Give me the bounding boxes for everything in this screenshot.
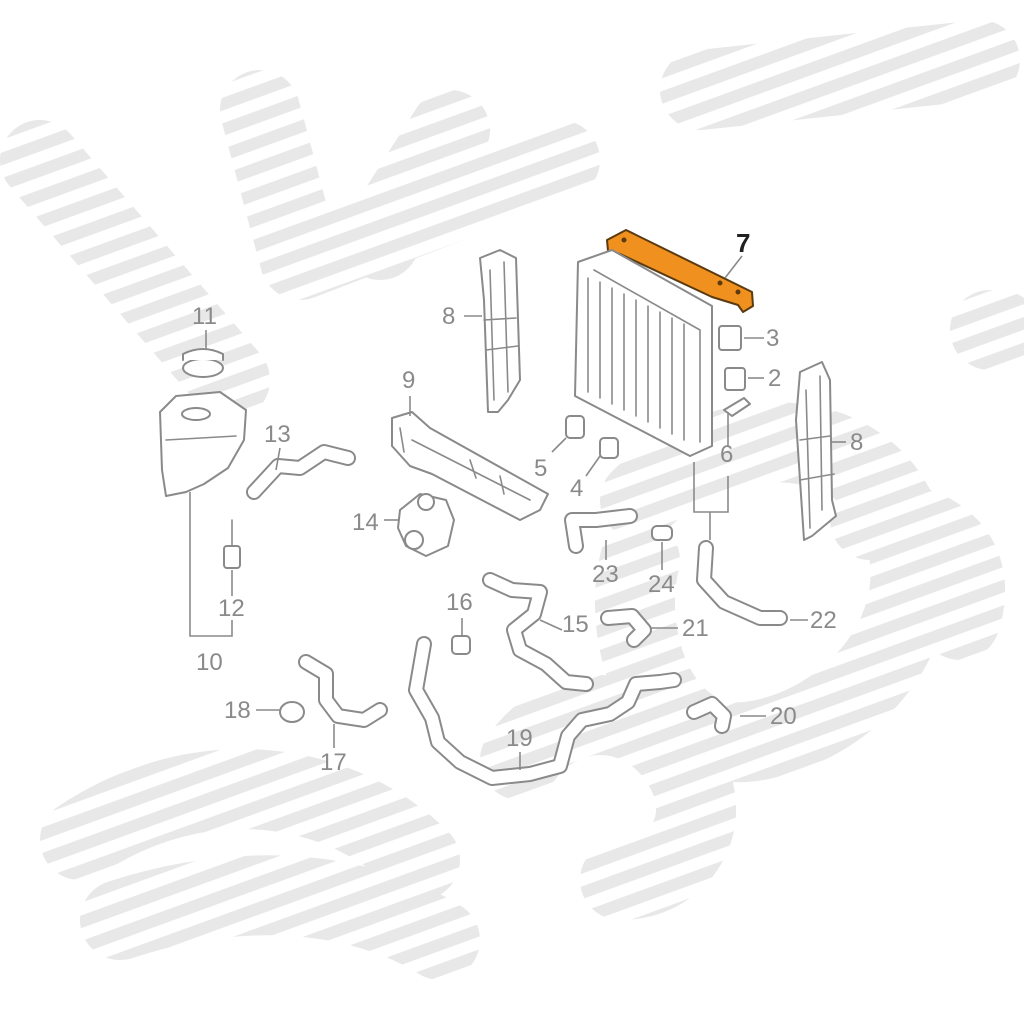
callout-13: 13 — [264, 421, 291, 448]
part-7-bolt-hole-left — [621, 237, 627, 243]
callout-24: 24 — [648, 571, 675, 598]
callout-4: 4 — [570, 475, 583, 502]
part-23-hose[interactable] — [564, 508, 638, 554]
callout-8-left: 8 — [442, 303, 455, 330]
part-12-level-sensor[interactable] — [223, 519, 241, 569]
part-22-hose[interactable] — [696, 540, 788, 626]
callout-17: 17 — [320, 749, 347, 776]
callout-23: 23 — [592, 561, 619, 588]
part-7-bolt-hole-right — [735, 289, 741, 295]
part-9-lower-carrier[interactable] — [391, 411, 549, 521]
part-6-drain-plug[interactable] — [723, 397, 751, 417]
part-18-plug[interactable] — [279, 701, 305, 723]
part-16-connector[interactable] — [451, 635, 471, 655]
callout-18: 18 — [224, 697, 251, 724]
part-21-hose[interactable] — [600, 608, 652, 648]
part-24-seal-ring[interactable] — [651, 525, 673, 541]
part-2-gasket[interactable] — [724, 367, 746, 391]
leader-lines — [189, 255, 846, 770]
part-4-mount[interactable] — [599, 437, 619, 459]
callout-9: 9 — [402, 367, 415, 394]
callout-14: 14 — [352, 509, 379, 536]
part-15-hose[interactable] — [482, 572, 594, 692]
callout-11: 11 — [192, 303, 217, 330]
part-19-hose[interactable] — [408, 636, 682, 786]
part-14-water-pump[interactable] — [397, 493, 455, 557]
part-5-mount[interactable] — [565, 415, 585, 439]
callout-3: 3 — [766, 325, 779, 352]
callout-12: 12 — [218, 595, 245, 622]
callout-6: 6 — [720, 441, 733, 468]
callout-22: 22 — [810, 607, 837, 634]
callout-15: 15 — [562, 611, 589, 638]
part-13-vent-hose[interactable] — [246, 444, 356, 500]
part-8-right-air-guide[interactable] — [795, 361, 837, 541]
part-3-clip[interactable] — [718, 325, 742, 351]
part-10-expansion-tank[interactable] — [159, 391, 247, 497]
part-11-cap[interactable] — [182, 348, 224, 378]
part-17-hose[interactable] — [298, 654, 388, 728]
part-20-hose[interactable] — [686, 696, 732, 734]
callout-labels: 7 3 2 6 8 8 9 5 4 11 13 14 12 10 23 24 1… — [192, 228, 863, 776]
radiator[interactable] — [574, 249, 713, 457]
callout-8-right: 8 — [850, 429, 863, 456]
callout-5: 5 — [534, 455, 547, 482]
callout-7: 7 — [736, 228, 750, 258]
callout-21: 21 — [682, 615, 709, 642]
watermark — [0, 20, 1024, 980]
callout-19: 19 — [506, 725, 533, 752]
callout-20: 20 — [770, 703, 797, 730]
callout-2: 2 — [768, 365, 781, 392]
callout-16: 16 — [446, 589, 473, 616]
part-7-bolt-hole-mid — [717, 280, 723, 286]
part-8-left-air-guide[interactable] — [479, 249, 521, 413]
callout-10: 10 — [196, 649, 223, 676]
